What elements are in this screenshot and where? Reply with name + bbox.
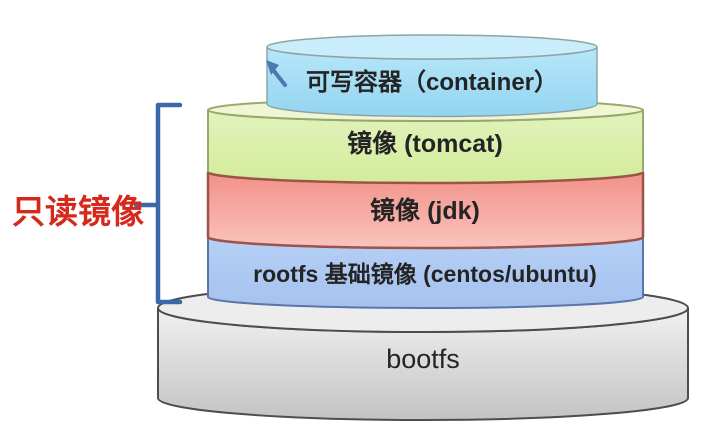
pointer-arrow-icon [266,60,287,87]
jdk-label: 镜像 (jdk) [370,196,480,225]
readonly-bracket [133,102,183,305]
readonly-annotation-label: 只读镜像 [12,193,144,230]
jdk-layer [206,171,645,250]
container-top-ellipse [266,34,598,60]
container-cylinder: 可写容器（container） [266,34,598,118]
tomcat-label: 镜像 (tomcat) [347,129,503,158]
container-label: 可写容器（container） [306,68,558,96]
bootfs-label: bootfs [386,344,460,374]
rootfs-label: rootfs 基础镜像 (centos/ubuntu) [253,261,597,287]
